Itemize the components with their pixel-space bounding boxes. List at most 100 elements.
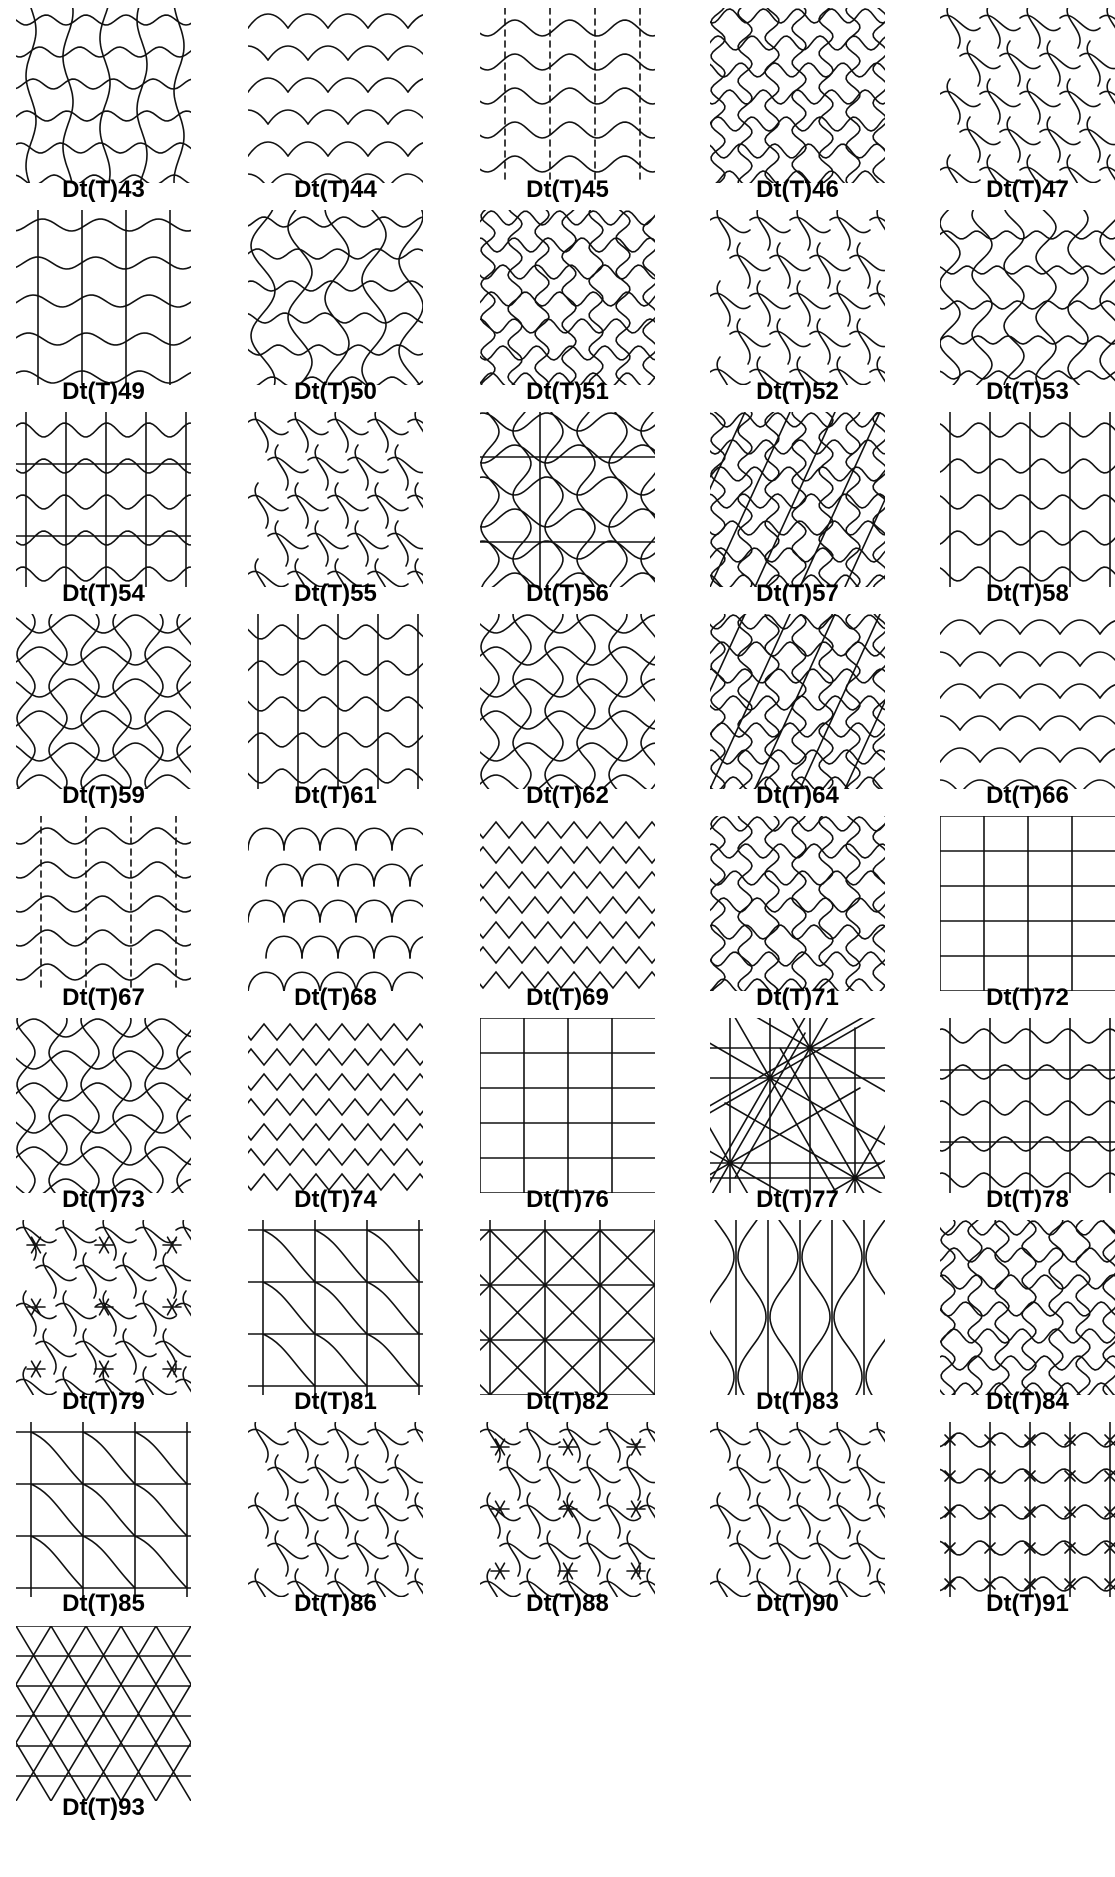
tiling-label: Dt(T)57 [710, 580, 885, 608]
tiling-diagram [16, 1018, 191, 1193]
tiling-label: Dt(T)77 [710, 1186, 885, 1214]
tiling-diagram [940, 1422, 1115, 1597]
tiling-label: Dt(T)51 [480, 378, 655, 406]
tiling-diagram [940, 816, 1115, 991]
tiling-label: Dt(T)83 [710, 1388, 885, 1416]
tiling-cell: Dt(T)56 [480, 412, 655, 612]
tiling-label: Dt(T)59 [16, 782, 191, 810]
tiling-label: Dt(T)55 [248, 580, 423, 608]
tiling-cell: Dt(T)88 [480, 1422, 655, 1622]
tiling-cell: Dt(T)49 [16, 210, 191, 410]
tiling-label: Dt(T)53 [940, 378, 1115, 406]
tiling-label: Dt(T)62 [480, 782, 655, 810]
tiling-cell: Dt(T)91 [940, 1422, 1115, 1622]
tiling-diagram [940, 614, 1115, 789]
tiling-diagram [248, 816, 423, 991]
tiling-label: Dt(T)84 [940, 1388, 1115, 1416]
tiling-cell: Dt(T)55 [248, 412, 423, 612]
tiling-diagram [16, 614, 191, 789]
tiling-diagram [248, 210, 423, 385]
tiling-label: Dt(T)45 [480, 176, 655, 204]
tiling-diagram [480, 1018, 655, 1193]
tiling-diagram [710, 412, 885, 587]
tiling-cell: Dt(T)47 [940, 8, 1115, 208]
tiling-cell: Dt(T)62 [480, 614, 655, 814]
tiling-diagram [940, 210, 1115, 385]
tiling-cell: Dt(T)90 [710, 1422, 885, 1622]
tiling-cell: Dt(T)72 [940, 816, 1115, 1016]
tiling-diagram [16, 412, 191, 587]
tiling-cell: Dt(T)86 [248, 1422, 423, 1622]
tiling-cell: Dt(T)84 [940, 1220, 1115, 1420]
tiling-label: Dt(T)73 [16, 1186, 191, 1214]
tiling-diagram [710, 816, 885, 991]
tiling-cell: Dt(T)58 [940, 412, 1115, 612]
tiling-diagram [248, 1220, 423, 1395]
tiling-cell: Dt(T)59 [16, 614, 191, 814]
tiling-label: Dt(T)52 [710, 378, 885, 406]
tiling-label: Dt(T)58 [940, 580, 1115, 608]
tiling-label: Dt(T)69 [480, 984, 655, 1012]
tiling-label: Dt(T)78 [940, 1186, 1115, 1214]
tiling-label: Dt(T)85 [16, 1590, 191, 1618]
tiling-cell: Dt(T)53 [940, 210, 1115, 410]
tiling-label: Dt(T)71 [710, 984, 885, 1012]
tiling-diagram [16, 8, 191, 183]
tiling-cell: Dt(T)67 [16, 816, 191, 1016]
tiling-cell: Dt(T)44 [248, 8, 423, 208]
tiling-label: Dt(T)72 [940, 984, 1115, 1012]
tiling-cell: Dt(T)57 [710, 412, 885, 612]
tiling-label: Dt(T)49 [16, 378, 191, 406]
tiling-diagram [16, 1626, 191, 1801]
tiling-diagram [480, 614, 655, 789]
tiling-diagram [710, 1018, 885, 1193]
tiling-label: Dt(T)81 [248, 1388, 423, 1416]
tiling-diagram [16, 1422, 191, 1597]
tiling-diagram [16, 1220, 191, 1395]
tiling-cell: Dt(T)43 [16, 8, 191, 208]
tiling-diagram [248, 8, 423, 183]
tiling-label: Dt(T)90 [710, 1590, 885, 1618]
tiling-label: Dt(T)86 [248, 1590, 423, 1618]
tiling-diagram [480, 816, 655, 991]
tiling-diagram [940, 8, 1115, 183]
tiling-cell: Dt(T)93 [16, 1626, 191, 1826]
tiling-cell: Dt(T)83 [710, 1220, 885, 1420]
tiling-label: Dt(T)76 [480, 1186, 655, 1214]
tiling-diagram [710, 1220, 885, 1395]
tiling-diagram [248, 1018, 423, 1193]
tiling-cell: Dt(T)64 [710, 614, 885, 814]
tiling-diagram [16, 210, 191, 385]
tiling-diagram [480, 8, 655, 183]
tiling-label: Dt(T)47 [940, 176, 1115, 204]
tiling-label: Dt(T)54 [16, 580, 191, 608]
tiling-label: Dt(T)93 [16, 1794, 191, 1822]
tiling-diagram [480, 1220, 655, 1395]
tiling-diagram [480, 412, 655, 587]
tiling-cell: Dt(T)81 [248, 1220, 423, 1420]
tiling-diagram [710, 614, 885, 789]
tiling-label: Dt(T)46 [710, 176, 885, 204]
tiling-label: Dt(T)43 [16, 176, 191, 204]
tiling-cell: Dt(T)73 [16, 1018, 191, 1218]
tiling-cell: Dt(T)85 [16, 1422, 191, 1622]
tiling-label: Dt(T)56 [480, 580, 655, 608]
tiling-label: Dt(T)74 [248, 1186, 423, 1214]
tiling-diagram [248, 614, 423, 789]
tiling-label: Dt(T)64 [710, 782, 885, 810]
tiling-cell: Dt(T)82 [480, 1220, 655, 1420]
tiling-label: Dt(T)79 [16, 1388, 191, 1416]
tiling-label: Dt(T)67 [16, 984, 191, 1012]
tiling-cell: Dt(T)76 [480, 1018, 655, 1218]
tiling-cell: Dt(T)61 [248, 614, 423, 814]
tiling-label: Dt(T)88 [480, 1590, 655, 1618]
tiling-diagram [940, 1018, 1115, 1193]
tiling-diagram [940, 412, 1115, 587]
tiling-diagram [248, 412, 423, 587]
tiling-label: Dt(T)44 [248, 176, 423, 204]
tiling-diagram [940, 1220, 1115, 1395]
tiling-cell: Dt(T)77 [710, 1018, 885, 1218]
tiling-diagram [710, 8, 885, 183]
tiling-cell: Dt(T)51 [480, 210, 655, 410]
